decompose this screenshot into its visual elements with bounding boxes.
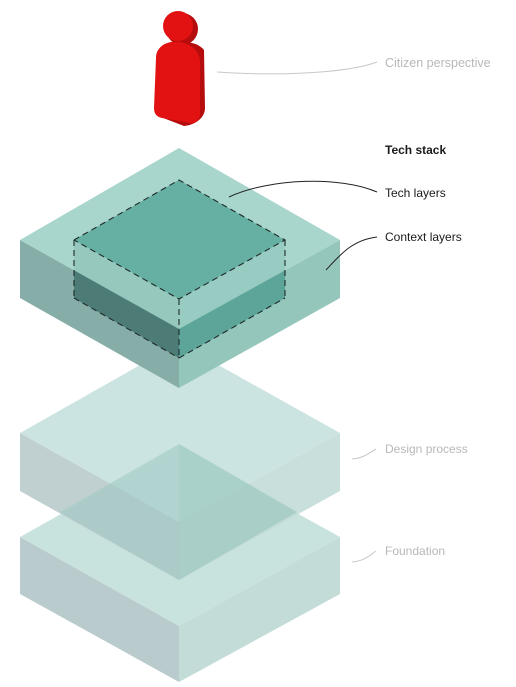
foundation-right-face [179,537,340,682]
tech-layers-label: Tech layers [385,186,446,200]
context-layers-label: Context layers [385,230,462,244]
foundation-left-face [20,537,179,682]
citizen-figure-icon [154,11,205,126]
citizen-perspective-label: Citizen perspective [385,56,491,70]
foundation-label: Foundation [385,544,445,558]
citizen-head [163,11,193,41]
design-process-top-face [20,343,340,522]
design-process-leader [351,448,377,460]
design-process-inner-right [179,444,297,580]
foundation-leader [351,550,377,563]
context-layers-leader [325,236,378,271]
tech-layers-dashed-outline [73,179,287,359]
design-process-slab [20,343,340,580]
design-process-inner-left [60,444,179,580]
tech-layers-leader [228,180,378,198]
citizen-perspective-leader [216,61,378,75]
citizen-body [154,41,200,124]
tech-stack-right-face [179,240,340,388]
tech-stack-slab [20,148,340,388]
design-process-label: Design process [385,442,468,456]
tech-stack-heading: Tech stack [385,143,446,157]
tech-stack-left-face [20,240,179,388]
